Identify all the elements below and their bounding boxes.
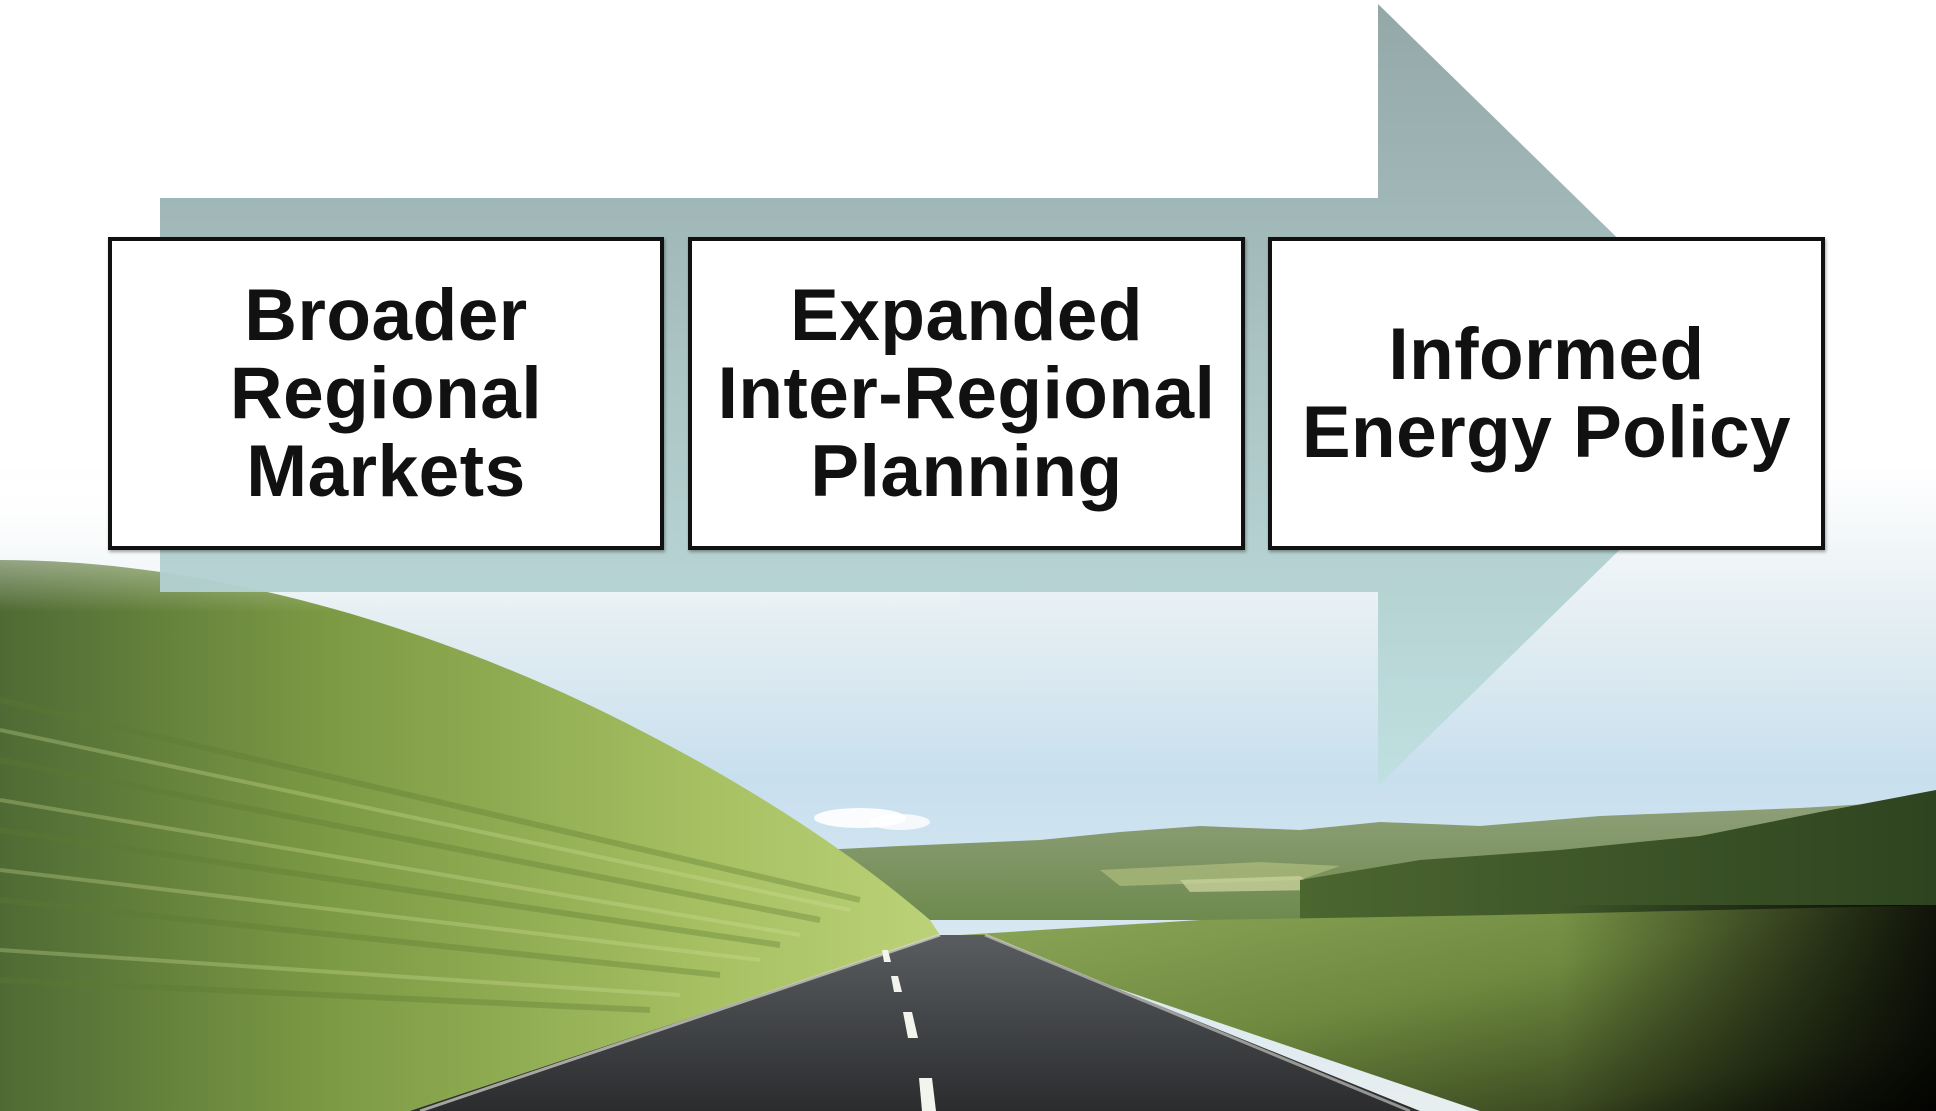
- step-label-line: Regional: [229, 352, 543, 434]
- step-label-line: Informed: [1388, 313, 1705, 395]
- step-label-line: Markets: [246, 430, 526, 512]
- step-label: Informed Energy Policy: [1301, 313, 1792, 473]
- step-label-line: Expanded: [790, 274, 1143, 356]
- step-label: Expanded Inter-Regional Planning: [717, 274, 1216, 512]
- step-box-broader-regional-markets: Broader Regional Markets: [108, 237, 664, 550]
- step-box-informed-energy-policy: Informed Energy Policy: [1268, 237, 1825, 550]
- step-label: Broader Regional Markets: [229, 274, 543, 512]
- step-box-expanded-inter-regional-planning: Expanded Inter-Regional Planning: [688, 237, 1245, 550]
- step-label-line: Inter-Regional: [717, 352, 1216, 434]
- step-label-line: Planning: [810, 430, 1123, 512]
- step-label-line: Energy Policy: [1301, 391, 1792, 473]
- step-label-line: Broader: [244, 274, 528, 356]
